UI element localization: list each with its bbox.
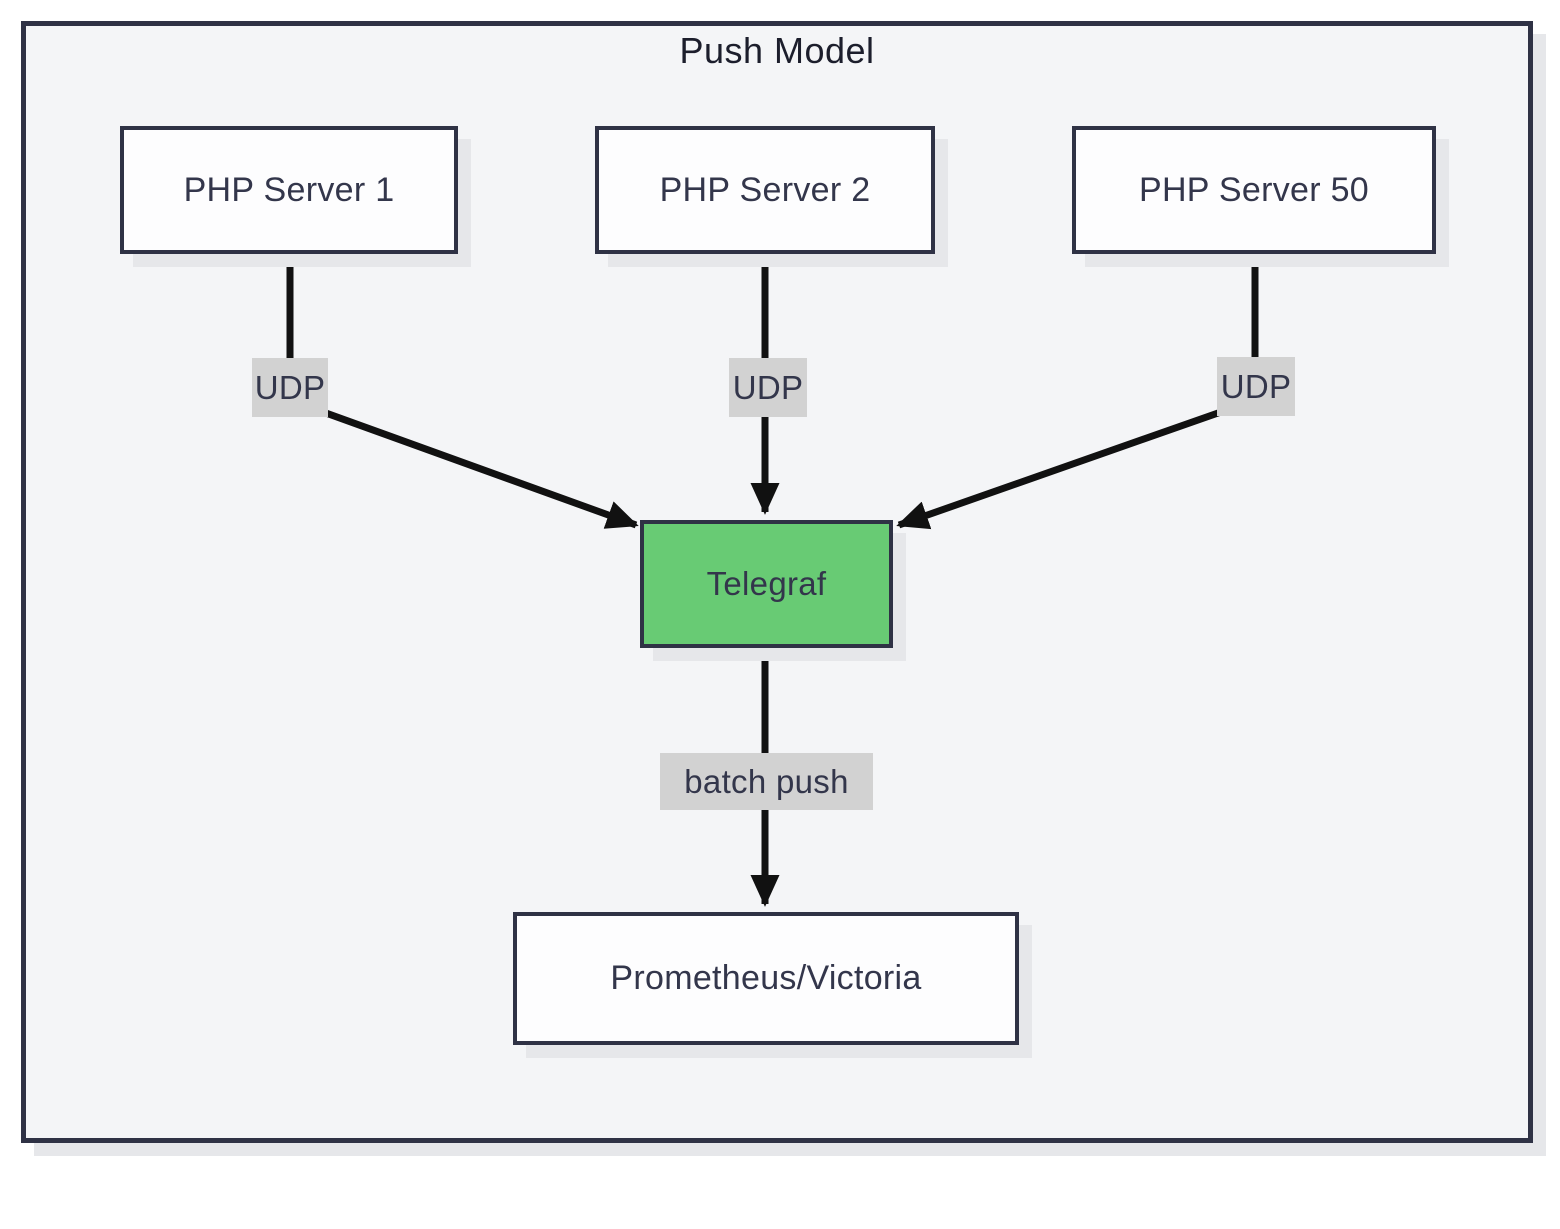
- edge-php1-to-telegraf: [286, 254, 639, 529]
- edge-label-udp-2: UDP: [729, 358, 807, 417]
- diagram-title: Push Model: [679, 30, 875, 71]
- edge-label-batch-push: batch push: [660, 753, 873, 810]
- node-prometheus-victoria-label: Prometheus/Victoria: [610, 959, 922, 997]
- node-php-server-1-label: PHP Server 1: [183, 170, 395, 209]
- node-php-server-50: PHP Server 50: [1072, 126, 1436, 254]
- node-prometheus-victoria: Prometheus/Victoria: [513, 912, 1019, 1045]
- node-php-server-1: PHP Server 1: [120, 126, 458, 254]
- node-telegraf: Telegraf: [640, 520, 893, 648]
- node-php-server-50-label: PHP Server 50: [1138, 170, 1370, 209]
- edge-php50-to-telegraf: [896, 254, 1259, 530]
- node-php-server-2-label: PHP Server 2: [659, 170, 871, 209]
- edge-label-udp-3: UDP: [1217, 357, 1295, 416]
- node-php-server-2: PHP Server 2: [595, 126, 935, 254]
- edge-label-udp-1: UDP: [252, 358, 328, 417]
- node-telegraf-label: Telegraf: [706, 565, 827, 602]
